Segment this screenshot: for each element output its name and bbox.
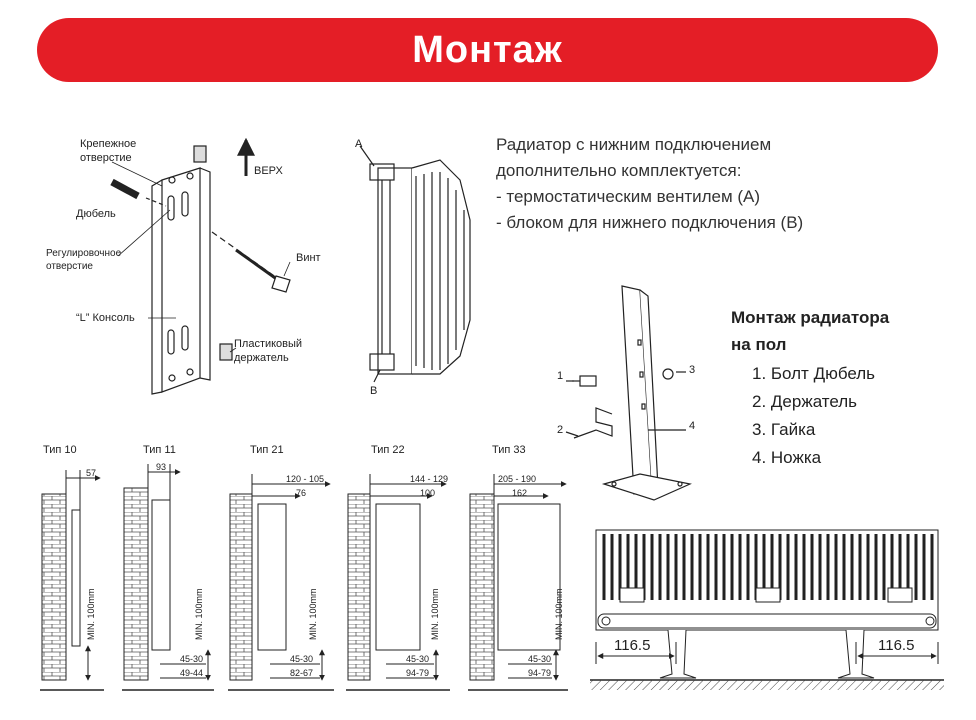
leader-lines [111,161,291,353]
type-11-drawing [122,464,214,691]
callout-3: 3 [689,364,696,376]
type-11-bot1-dim: 45-30 [180,654,204,664]
type-22-top-dim: 144 - 129 [410,474,449,484]
list-item: 4. Ножка [752,448,822,467]
dim-left: 116.5 [614,637,651,654]
list-item: 3. Гайка [752,420,816,439]
adjust-hole-label-2: отверстие [46,261,93,272]
adjust-hole-label-1: Регулировочное [46,248,122,259]
dowel-label: Дюбель [76,208,116,220]
dowel-icon [110,178,167,207]
callout-4: 4 [689,420,696,432]
type-21-top2-dim: 76 [296,488,307,498]
type-11-min-dim: MIN. 100mm [194,588,204,640]
type-22-bot2-dim: 94-79 [406,668,430,678]
l-bracket [151,167,211,395]
plastic-holder-icon [193,145,233,361]
type-10-drawing [40,470,104,691]
type-21-label: Тип 21 [250,444,284,456]
type-21-bot2-dim: 82-67 [290,668,314,678]
type-33-bot1-dim: 45-30 [528,654,552,664]
screw-icon [211,231,291,293]
floor-radiator [590,529,944,690]
type-22-top2-dim: 100 [420,488,436,498]
holder-label-2: держатель [234,352,289,364]
list-item: 2. Держатель [752,392,858,411]
type-10-top-dim: 57 [86,468,97,478]
type-33-bot2-dim: 94-79 [528,668,552,678]
type-21-drawing [228,474,334,691]
list-item: 1. Болт Дюбель [752,364,876,383]
type-33-top2-dim: 162 [512,488,528,498]
up-label: ВЕРХ [254,165,283,177]
type-21-bot1-dim: 45-30 [290,654,314,664]
bottom-connection-description: Радиатор с нижним подключением дополните… [496,132,803,236]
screw-label: Винт [296,252,321,264]
type-33-top-dim: 205 - 190 [498,474,537,484]
floor-mount-title: Монтаж радиатора на пол [731,304,889,358]
type-22-min-dim: MIN. 100mm [430,588,440,640]
floor-mount-title-line: Монтаж радиатора [731,308,890,327]
holder-label-1: Пластиковый [234,338,303,350]
mount-hole-label-2: отверстие [80,152,132,164]
type-33-min-dim: MIN. 100mm [554,588,564,640]
type-10-label: Тип 10 [43,444,77,456]
type-22-drawing [346,474,450,691]
type-11-bot2-dim: 49-44 [180,668,204,678]
block-b-label: B [370,385,378,397]
type-33-label: Тип 33 [492,444,526,456]
type-33-drawing [468,474,568,691]
floor-stand [601,285,692,501]
description-line: дополнительно комплектуется: [496,161,742,180]
console-label: “L” Консоль [76,312,135,324]
description-line: - термостатическим вентилем (А) [496,187,761,206]
page-title: Монтаж [412,28,563,71]
valve-a-label: A [355,138,363,150]
callout-2: 2 [557,424,564,436]
radiator-side-view [359,145,471,383]
type-21-top-dim: 120 - 105 [286,474,325,484]
description-line: - блоком для нижнего подключения (В) [496,213,804,232]
callout-1: 1 [557,370,564,382]
header-banner: Монтаж [37,18,938,82]
type-11-label: Тип 11 [143,444,176,456]
dim-right: 116.5 [878,637,915,654]
floor-mount-title-line: на пол [731,335,787,354]
type-22-label: Тип 22 [371,444,405,456]
type-10-min-dim: MIN. 100mm [86,588,96,640]
floor-mount-list: 1. Болт Дюбель 2. Держатель 3. Гайка 4. … [752,360,875,472]
mount-hole-label-1: Крепежное [80,138,137,150]
floor-stand-parts [565,368,686,439]
description-line: Радиатор с нижним подключением [496,135,772,154]
type-11-top-dim: 93 [156,462,167,472]
type-21-min-dim: MIN. 100mm [308,588,318,640]
type-22-bot1-dim: 45-30 [406,654,430,664]
